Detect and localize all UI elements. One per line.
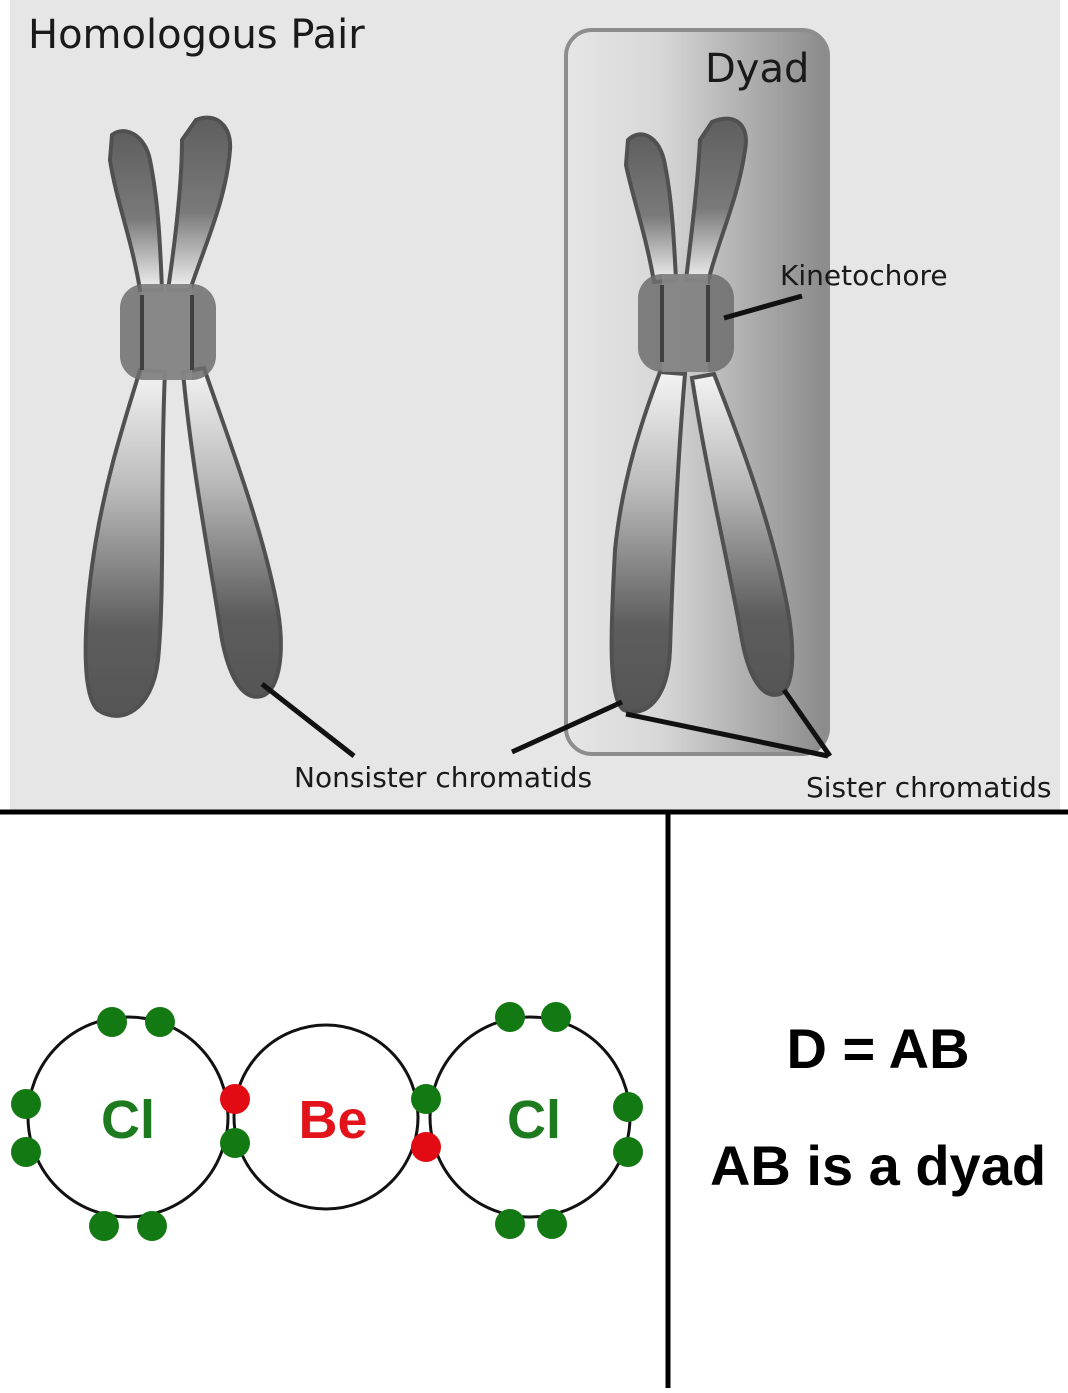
- electron-dot-be: [411, 1132, 441, 1162]
- left-chromatid-lower-arm-b: [180, 365, 283, 699]
- left-centromere-core: [142, 284, 192, 380]
- electron-dot: [495, 1209, 525, 1239]
- electron-dot: [537, 1209, 567, 1239]
- electron-dot: [411, 1084, 441, 1114]
- right-centromere-core: [662, 274, 708, 372]
- right-chromatid-lower-arm-b: [689, 371, 795, 697]
- right-cl-symbol: Cl: [507, 1090, 561, 1150]
- nonsister-pointer-right: [510, 699, 624, 755]
- right-chromosome: [609, 116, 795, 714]
- be-symbol: Be: [298, 1090, 367, 1150]
- becl2-diagram: Cl Be Cl: [11, 1002, 643, 1241]
- electron-dot: [137, 1211, 167, 1241]
- equation-text: D = AB: [786, 1017, 969, 1080]
- sister-pointer-b: [781, 688, 833, 758]
- right-chromatid-lower-arm-a: [609, 369, 688, 714]
- left-chromatid-lower-arm-a: [83, 367, 168, 718]
- homologous-pair-title: Homologous Pair: [28, 12, 365, 58]
- electron-dot: [495, 1002, 525, 1032]
- dyad-statement: AB is a dyad: [710, 1134, 1046, 1197]
- left-chromatid-upper-arm-b: [165, 115, 233, 292]
- electron-dot: [613, 1137, 643, 1167]
- top-panel-background: [10, 0, 1060, 810]
- electron-dot-be: [220, 1084, 250, 1114]
- dyad-label: Dyad: [705, 46, 809, 92]
- electron-dot: [220, 1128, 250, 1158]
- kinetochore-pointer: [723, 293, 803, 321]
- electron-dot: [89, 1211, 119, 1241]
- nonsister-pointer-left: [260, 682, 356, 758]
- electron-dot: [145, 1007, 175, 1037]
- electron-dot: [11, 1089, 41, 1119]
- electron-dot: [613, 1092, 643, 1122]
- be-atom-circle: [232, 1023, 420, 1211]
- left-cl-symbol: Cl: [101, 1090, 155, 1150]
- left-chromatid-upper-arm-a: [107, 129, 165, 292]
- sister-chromatids-label: Sister chromatids: [806, 771, 1051, 804]
- right-chromatid-upper-arm-b: [683, 116, 748, 285]
- electron-dot: [541, 1002, 571, 1032]
- nonsister-chromatids-label: Nonsister chromatids: [294, 761, 592, 794]
- kinetochore-label: Kinetochore: [780, 259, 948, 292]
- sister-pointer-a: [625, 711, 829, 759]
- electron-dot: [11, 1137, 41, 1167]
- right-chromatid-upper-arm-a: [623, 132, 679, 285]
- electron-dot: [97, 1007, 127, 1037]
- left-chromosome: [83, 115, 283, 718]
